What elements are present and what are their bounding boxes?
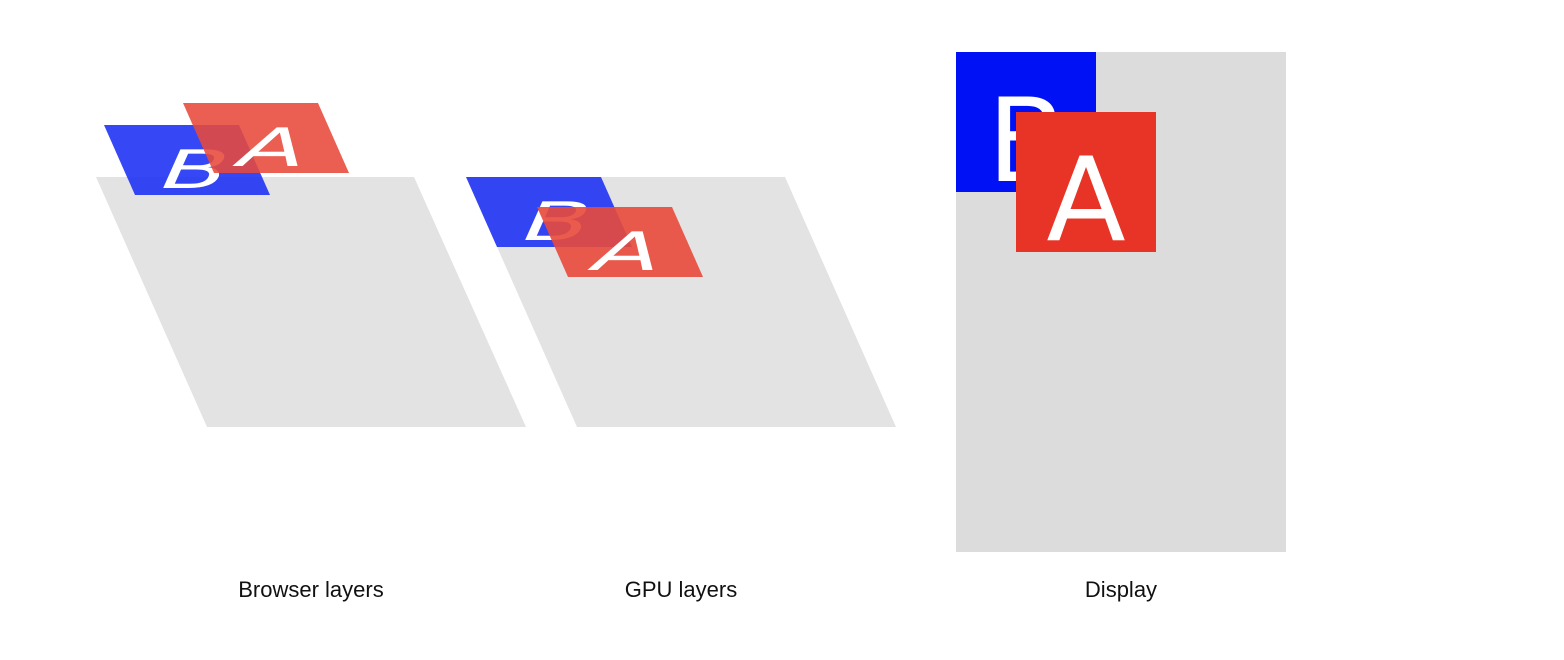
display-layer-a-letter: A [1046,133,1125,268]
browser-layer-a: A [183,103,349,179]
caption-display: Display [1084,577,1158,602]
gpu-layers-panel: B A [466,177,896,427]
gpu-layer-a: A [537,207,703,283]
caption-browser-layers: Browser layers [238,577,384,602]
browser-base-layer [96,177,526,427]
browser-layers-panel: B A [96,103,526,427]
caption-gpu-layers: GPU layers [624,577,738,602]
display-layer-a: A [1016,112,1156,268]
display-panel: B A [956,52,1286,552]
